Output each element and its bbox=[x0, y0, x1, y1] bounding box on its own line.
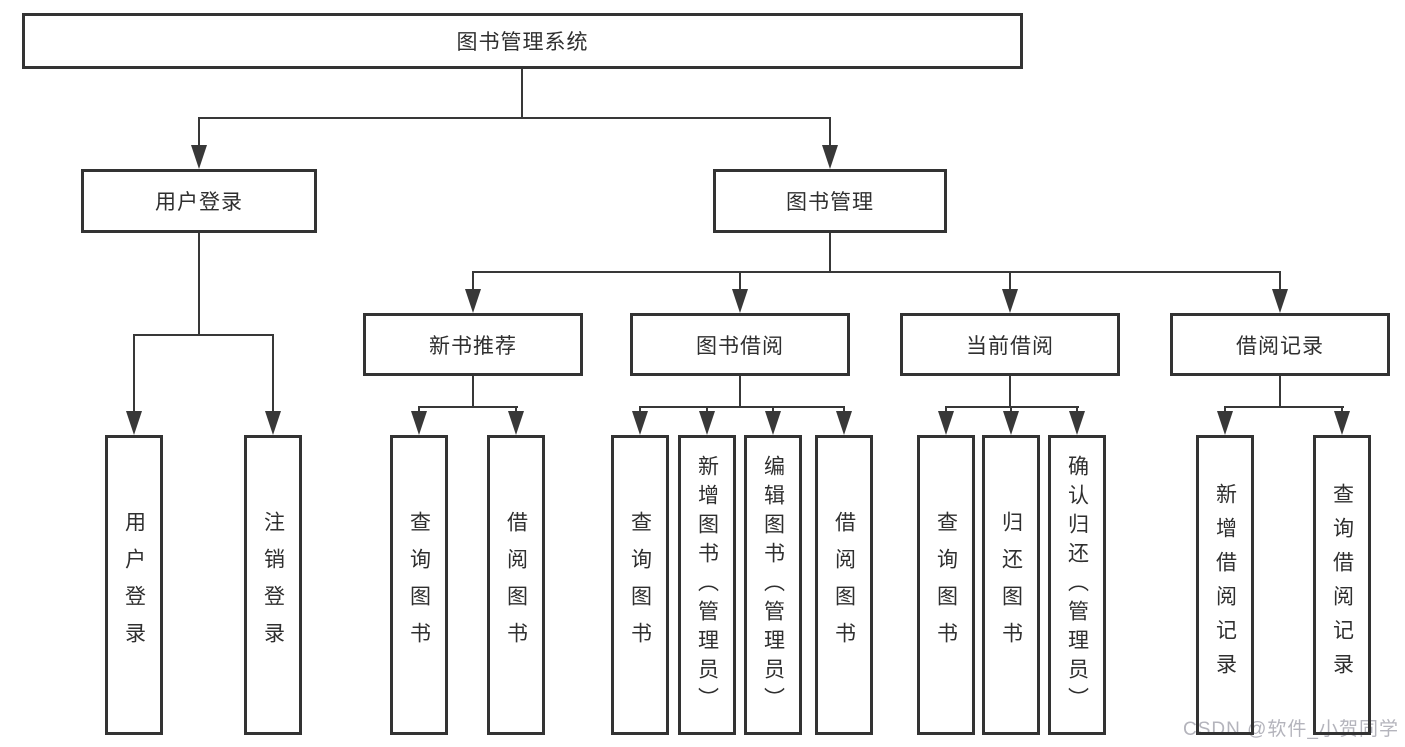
leaf-borrow-books-borrowing-label: 借阅图书 bbox=[832, 511, 856, 659]
connector-current-borrow-drop bbox=[1009, 376, 1011, 407]
connector-book-borrow-bus bbox=[639, 406, 845, 408]
leaf-confirm-return-admin: 确认归还（管理员） bbox=[1048, 435, 1106, 735]
leaf-query-books-borrowing: 查询图书 bbox=[611, 435, 669, 735]
connector-leaf-stub bbox=[639, 406, 641, 413]
node-new-book-recommend-label: 新书推荐 bbox=[429, 334, 517, 358]
connector-leaf-stub bbox=[772, 406, 774, 413]
node-root: 图书管理系统 bbox=[22, 13, 1023, 69]
connector-leaf-stub bbox=[945, 406, 947, 413]
leaf-add-borrow-record: 新增借阅记录 bbox=[1196, 435, 1254, 735]
arrow-down bbox=[126, 411, 142, 435]
connector-level3-stub bbox=[1279, 271, 1281, 291]
leaf-query-borrow-record-label: 查询借阅记录 bbox=[1330, 483, 1354, 687]
arrow-down bbox=[1272, 289, 1288, 313]
arrow-down bbox=[632, 411, 648, 435]
arrow-down bbox=[411, 411, 427, 435]
node-root-label: 图书管理系统 bbox=[456, 31, 589, 54]
leaf-query-borrow-record: 查询借阅记录 bbox=[1313, 435, 1371, 735]
leaf-query-books-current: 查询图书 bbox=[917, 435, 975, 735]
node-borrowing-records-label: 借阅记录 bbox=[1236, 334, 1324, 358]
arrow-down bbox=[1334, 411, 1350, 435]
arrow-down bbox=[699, 411, 715, 435]
node-new-book-recommend: 新书推荐 bbox=[363, 313, 583, 376]
leaf-query-books-current-label: 查询图书 bbox=[934, 511, 958, 659]
leaf-query-books-recommend-label: 查询图书 bbox=[407, 511, 431, 659]
connector-borrow-record-bus bbox=[1224, 406, 1344, 408]
connector-book-borrow-drop bbox=[739, 376, 741, 407]
node-book-borrowing: 图书借阅 bbox=[630, 313, 850, 376]
node-book-borrowing-label: 图书借阅 bbox=[696, 334, 784, 358]
leaf-edit-books-admin-label: 编辑图书（管理员） bbox=[761, 454, 785, 716]
connector-new-book-drop bbox=[472, 376, 474, 407]
leaf-user-login: 用户登录 bbox=[105, 435, 163, 735]
connector-leaf-stub bbox=[1224, 406, 1226, 413]
connector-leaf-stub bbox=[1010, 406, 1012, 413]
node-current-borrowing: 当前借阅 bbox=[900, 313, 1120, 376]
leaf-query-books-borrowing-label: 查询图书 bbox=[628, 511, 652, 659]
leaf-logout: 注销登录 bbox=[244, 435, 302, 735]
arrow-down bbox=[765, 411, 781, 435]
arrow-down bbox=[732, 289, 748, 313]
connector-leaf-stub bbox=[272, 334, 274, 413]
leaf-add-books-admin: 新增图书（管理员） bbox=[678, 435, 736, 735]
node-user-login-label: 用户登录 bbox=[155, 191, 243, 214]
connector-level3-bus bbox=[472, 271, 1281, 273]
node-book-management-label: 图书管理 bbox=[786, 191, 874, 214]
connector-leaf-stub bbox=[706, 406, 708, 413]
leaf-add-books-admin-label: 新增图书（管理员） bbox=[695, 454, 719, 716]
connector-leaf-stub bbox=[133, 334, 135, 413]
leaf-return-books: 归还图书 bbox=[982, 435, 1040, 735]
connector-user-login-stub bbox=[198, 117, 200, 147]
connector-leaf-stub bbox=[1076, 406, 1078, 413]
connector-borrow-record-drop bbox=[1279, 376, 1281, 407]
leaf-borrow-books-borrowing: 借阅图书 bbox=[815, 435, 873, 735]
connector-book-mgmt-drop bbox=[829, 233, 831, 272]
connector-leaf-stub bbox=[515, 406, 517, 413]
connector-level3-stub bbox=[472, 271, 474, 291]
arrow-down bbox=[1003, 411, 1019, 435]
arrow-down bbox=[836, 411, 852, 435]
leaf-confirm-return-admin-label: 确认归还（管理员） bbox=[1065, 454, 1089, 716]
connector-current-borrow-bus bbox=[945, 406, 1079, 408]
connector-level2-bus bbox=[198, 117, 831, 119]
leaf-borrow-books-recommend-label: 借阅图书 bbox=[504, 511, 528, 659]
connector-leaf-stub bbox=[843, 406, 845, 413]
arrow-down bbox=[1002, 289, 1018, 313]
connector-level3-stub bbox=[739, 271, 741, 291]
connector-user-login-drop bbox=[198, 233, 200, 335]
leaf-logout-label: 注销登录 bbox=[261, 511, 285, 659]
connector-leaf-stub bbox=[1341, 406, 1343, 413]
arrow-down bbox=[465, 289, 481, 313]
node-current-borrowing-label: 当前借阅 bbox=[966, 334, 1054, 358]
arrow-down bbox=[508, 411, 524, 435]
connector-leaf-stub bbox=[418, 406, 420, 413]
arrow-down bbox=[1069, 411, 1085, 435]
node-borrowing-records: 借阅记录 bbox=[1170, 313, 1390, 376]
leaf-user-login-label: 用户登录 bbox=[122, 511, 146, 659]
node-book-management: 图书管理 bbox=[713, 169, 947, 233]
arrow-down bbox=[822, 145, 838, 169]
connector-root-drop bbox=[521, 69, 523, 118]
arrow-down bbox=[191, 145, 207, 169]
leaf-return-books-label: 归还图书 bbox=[999, 511, 1023, 659]
leaf-borrow-books-recommend: 借阅图书 bbox=[487, 435, 545, 735]
leaf-edit-books-admin: 编辑图书（管理员） bbox=[744, 435, 802, 735]
node-user-login: 用户登录 bbox=[81, 169, 317, 233]
leaf-add-borrow-record-label: 新增借阅记录 bbox=[1213, 483, 1237, 687]
arrow-down bbox=[265, 411, 281, 435]
arrow-down bbox=[938, 411, 954, 435]
connector-user-login-bus bbox=[133, 334, 274, 336]
arrow-down bbox=[1217, 411, 1233, 435]
connector-book-mgmt-stub bbox=[829, 117, 831, 147]
connector-level3-stub bbox=[1009, 271, 1011, 291]
connector-new-book-bus bbox=[418, 406, 518, 408]
leaf-query-books-recommend: 查询图书 bbox=[390, 435, 448, 735]
